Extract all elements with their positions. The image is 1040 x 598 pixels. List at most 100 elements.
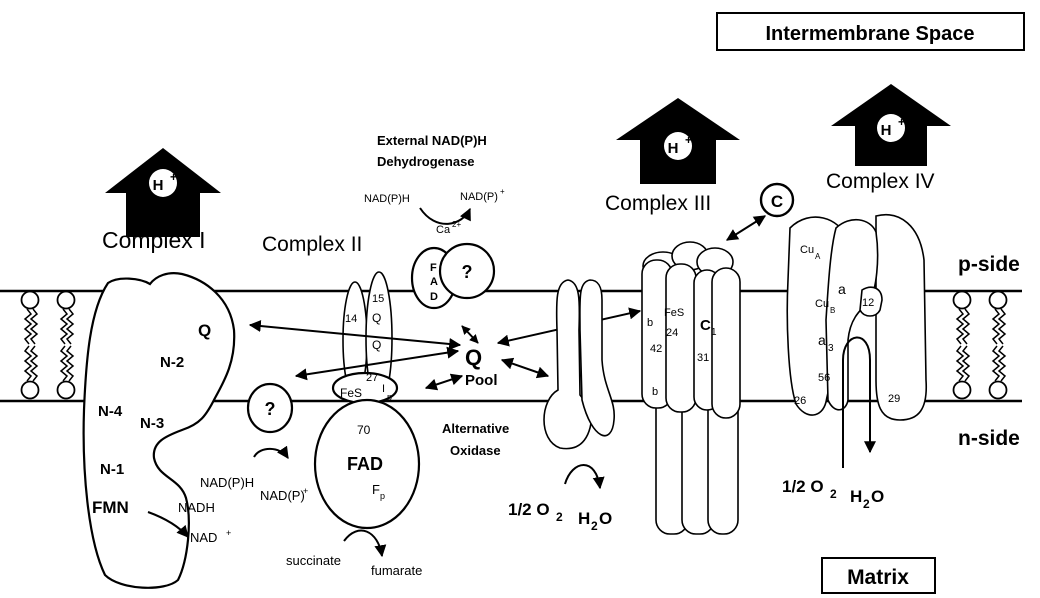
q-pool: Q Pool [465,345,498,389]
svg-text:Q: Q [198,321,211,340]
svg-text:1/2 O: 1/2 O [508,500,550,519]
svg-text:I: I [382,383,385,395]
svg-text:Matrix: Matrix [847,566,909,589]
svg-text:Dehydrogenase: Dehydrogenase [377,154,475,169]
svg-text:C: C [771,192,783,211]
complex-2-title: Complex II [262,233,362,256]
svg-text:FAD: FAD [347,454,383,474]
svg-text:NAD(P)H: NAD(P)H [200,475,254,490]
svg-text:a: a [818,332,826,348]
external-dehydrogenase-title: External NAD(P)H Dehydrogenase [377,133,487,169]
svg-text:A: A [430,276,438,288]
svg-text:NAD(P)H: NAD(P)H [364,193,410,205]
svg-text:+: + [898,115,905,129]
internal-dehydrogenase: ? NAD(P)H NAD(P) + [200,382,308,503]
svg-text:Ca: Ca [436,224,451,236]
complex-3-title: Complex III [605,192,711,215]
svg-text:NADH: NADH [178,500,215,515]
svg-text:26: 26 [794,395,806,407]
svg-text:a: a [838,281,846,297]
external-dehydrogenase-reaction: NAD(P)H NAD(P) + Ca 2+ [364,187,505,236]
svg-text:Cu: Cu [815,298,829,310]
svg-text:H: H [881,122,892,139]
svg-text:N-3: N-3 [140,415,164,432]
svg-text:O: O [599,509,612,528]
lipid-bilayer-right [952,290,1008,400]
svg-text:O: O [871,487,884,506]
svg-text:+: + [500,187,505,196]
svg-text:+: + [303,486,308,496]
complex-2-succinate-reaction: succinate fumarate [286,529,422,578]
svg-text:2: 2 [830,487,837,501]
svg-text:N-2: N-2 [160,354,184,371]
svg-text:29: 29 [888,393,900,405]
svg-text:D: D [430,291,438,303]
svg-text:succinate: succinate [286,553,341,568]
svg-text:+: + [170,170,177,184]
complex-1-labels: Q N-2 N-4 N-3 N-1 FMN [92,321,211,517]
complex-3-shape [641,241,741,535]
complex-1-shape [82,272,236,589]
proton-pump-arrow-complex-4: H + [831,84,951,166]
svg-text:NAD(P): NAD(P) [260,488,305,503]
svg-text:56: 56 [818,372,830,384]
intermembrane-space-label: Intermembrane Space [716,12,1025,51]
svg-text:12: 12 [862,297,874,309]
svg-text:H: H [578,509,590,528]
cytochrome-c: C [759,182,795,218]
svg-text:C: C [700,317,711,334]
svg-text:H: H [668,140,679,157]
alternative-oxidase-reaction: 1/2 O 2 H 2 O [508,464,612,533]
svg-text:2: 2 [556,510,563,524]
svg-text:NAD(P): NAD(P) [460,191,498,203]
svg-text:p: p [387,392,392,402]
svg-text:Pool: Pool [465,372,498,389]
svg-text:+: + [685,133,692,147]
complex-3-labels: FeS 24 C 1 b 31 42 b [647,307,717,398]
svg-text:1: 1 [711,327,717,338]
svg-text:24: 24 [666,327,678,339]
svg-text:Q: Q [372,311,381,325]
svg-text:15: 15 [372,293,384,305]
alternative-oxidase-shape [543,279,615,450]
svg-text:14: 14 [345,313,357,325]
svg-text:31: 31 [697,352,709,364]
svg-text:b: b [647,317,653,329]
complex-1-title: Complex I [102,227,206,253]
complex-4-labels: Cu A a Cu B 12 a 3 56 26 29 [794,244,900,407]
svg-text:B: B [830,306,835,315]
svg-text:Q: Q [372,338,381,352]
svg-text:+: + [226,528,231,538]
svg-text:FeS: FeS [664,307,684,319]
svg-text:1/2 O: 1/2 O [782,477,824,496]
p-side-label: p-side [958,253,1020,276]
svg-text:p: p [380,491,385,501]
svg-text:Oxidase: Oxidase [450,443,501,458]
svg-text:FMN: FMN [92,498,129,517]
svg-text:N-1: N-1 [100,461,124,478]
svg-text:3: 3 [828,343,834,354]
lipid-bilayer-left [20,290,76,400]
svg-text:?: ? [265,399,276,419]
svg-text:27: 27 [366,372,378,384]
matrix-label: Matrix [821,557,936,594]
svg-text:F: F [372,482,380,497]
svg-text:Intermembrane Space: Intermembrane Space [766,23,975,45]
svg-text:H: H [850,487,862,506]
proton-pump-arrow-complex-1: H + [105,148,221,237]
alternative-oxidase-label: Alternative Oxidase [442,421,509,458]
svg-text:2: 2 [591,519,598,533]
svg-text:Q: Q [465,345,482,370]
external-dehydrogenase-shape: F A D ? [410,242,496,310]
svg-text:Alternative: Alternative [442,421,509,436]
complex-4-reaction: 1/2 O 2 H 2 O [782,336,884,511]
svg-text:H: H [153,177,164,194]
n-side-label: n-side [958,427,1020,450]
svg-text:Cu: Cu [800,244,814,256]
svg-text:NAD: NAD [190,530,217,545]
svg-text:42: 42 [650,343,662,355]
svg-text:External NAD(P)H: External NAD(P)H [377,133,487,148]
svg-text:?: ? [462,262,473,282]
complex-4-shape [786,214,927,421]
